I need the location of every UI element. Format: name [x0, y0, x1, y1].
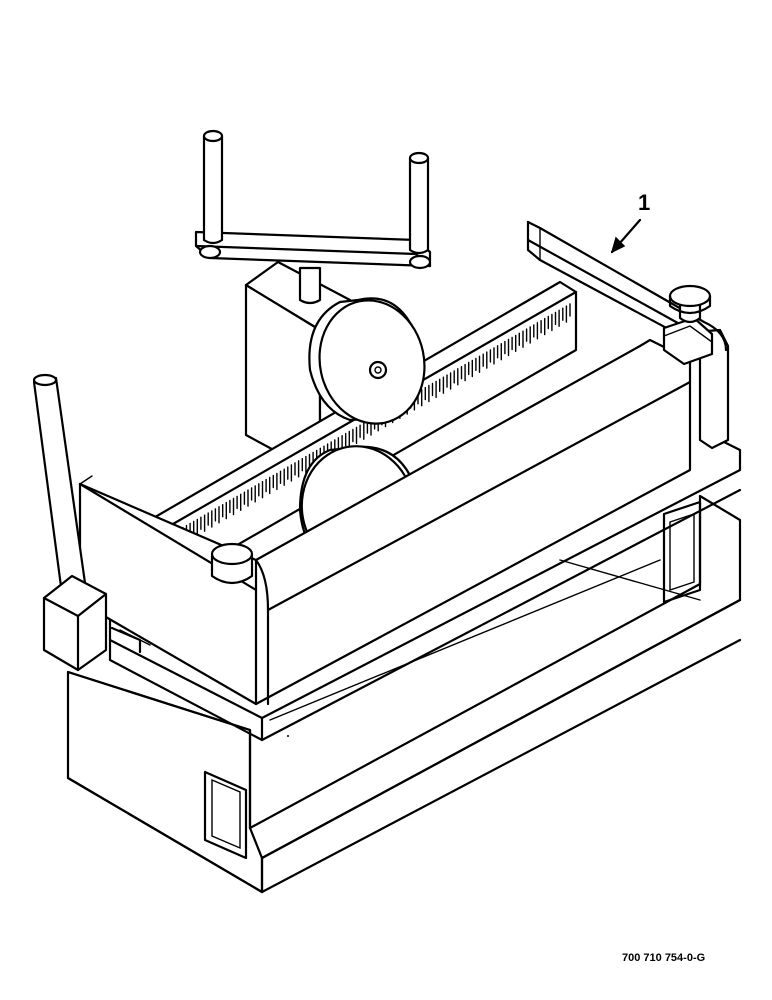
front-clamp-knob: [210, 542, 254, 585]
right-clamp-knob: [662, 284, 714, 366]
guide-pin-left: [202, 134, 224, 245]
figure-id-label: 700 710 754-0-G: [622, 952, 706, 964]
callout-1: 1: [610, 190, 650, 254]
frame-rails: [108, 428, 742, 742]
handle-cutout-left: [203, 770, 248, 860]
base-housing: [66, 494, 742, 894]
guide-pin-right: [408, 156, 430, 255]
handle-cutout-right: [662, 500, 702, 604]
upper-wheel: [308, 297, 426, 425]
lever-handle: [32, 373, 108, 672]
top-press-plate: [194, 129, 432, 270]
right-end-plate: [526, 220, 730, 450]
callout-label: 1: [638, 190, 650, 215]
